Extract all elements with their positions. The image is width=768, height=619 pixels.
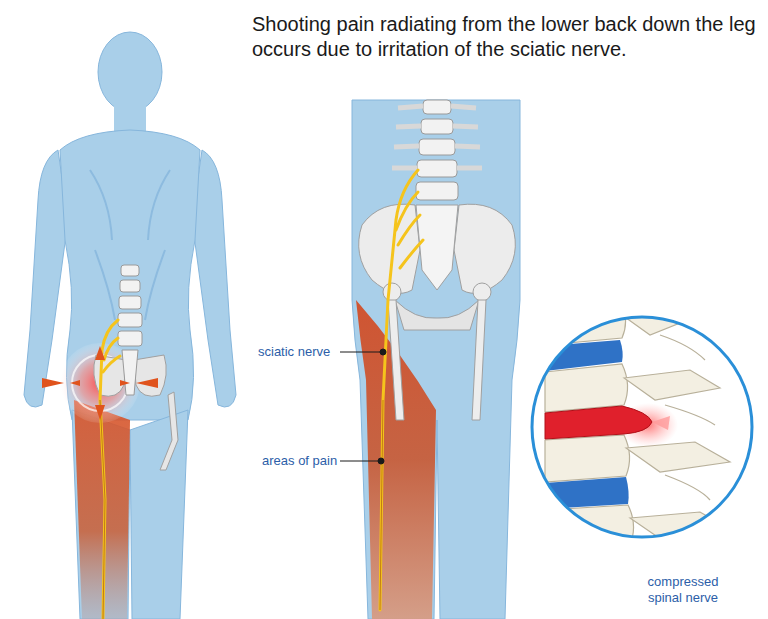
pelvis-figure (352, 100, 520, 619)
part-label: areas of pain (262, 453, 342, 469)
zoom-circle (532, 300, 752, 565)
back-figure (24, 32, 236, 619)
title: Shooting pain radiating from the lower b… (252, 12, 757, 62)
part-label: sciatic nerve (258, 344, 338, 360)
zoom-caption: compressed spinal nerve (633, 574, 733, 606)
leader-lines (340, 349, 386, 464)
